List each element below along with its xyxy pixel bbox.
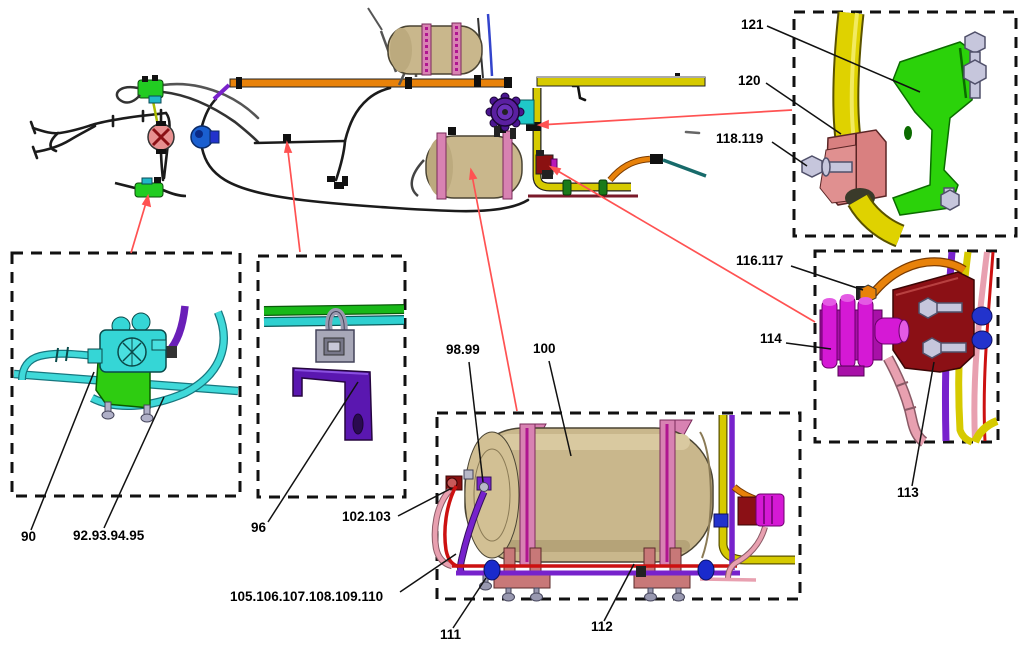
orange-pipe xyxy=(150,75,512,127)
clamp-bolts xyxy=(801,31,987,211)
part-label-96: 96 xyxy=(251,520,267,535)
pink-x-valve xyxy=(147,121,175,154)
orange-teal-hose xyxy=(607,154,707,183)
red-callout-lines xyxy=(130,109,816,412)
yellow-pipe-run xyxy=(526,76,706,198)
part-label-120: 120 xyxy=(738,73,761,88)
green-valve-bottom xyxy=(114,177,187,198)
purple-bracket xyxy=(292,367,373,441)
detail-box-valve-block xyxy=(813,249,1000,447)
part-label-118-119: 118.119 xyxy=(716,131,764,146)
detail-box-frame-clamp xyxy=(792,10,1018,248)
box-valve-unit xyxy=(483,493,785,581)
orange-hose-detail xyxy=(856,257,967,303)
part-label-116-117: 116.117 xyxy=(736,253,784,268)
air-tank-lower xyxy=(410,125,523,200)
blue-valve xyxy=(190,125,220,149)
detail-box-valve-assembly xyxy=(10,251,242,498)
blue-fitting-1 xyxy=(971,306,993,326)
detail-box-pipe-clamp xyxy=(256,254,407,499)
frame-tube-yellow xyxy=(832,11,865,155)
pink-hose-detail xyxy=(883,355,928,447)
part-label-105-110: 105.106.107.108.109.110 xyxy=(230,589,384,604)
main-assembly xyxy=(29,7,707,213)
purple-protection-valve xyxy=(485,92,535,139)
part-label-121: 121 xyxy=(741,17,764,32)
air-tank-top xyxy=(367,7,494,86)
detail-box-air-tank xyxy=(431,411,802,602)
pipe-clamp-pink xyxy=(819,129,887,208)
part-label-102-103: 102.103 xyxy=(342,509,391,524)
part-label-90: 90 xyxy=(21,529,37,544)
valve-body-cyan xyxy=(87,312,167,373)
part-label-100: 100 xyxy=(533,341,556,356)
bracket-bolts xyxy=(918,297,967,359)
mounting-bolts xyxy=(101,401,154,423)
label-leader-lines xyxy=(30,25,935,629)
part-label-114: 114 xyxy=(760,331,782,346)
valve-block-magenta xyxy=(819,294,910,377)
green-valve-top xyxy=(115,75,164,104)
blue-fitting-2 xyxy=(971,330,993,350)
part-label-111: 111 xyxy=(440,627,462,642)
part-label-92-95: 92.93.94.95 xyxy=(73,528,145,543)
part-label-98-99: 98.99 xyxy=(446,342,480,357)
part-label-113: 113 xyxy=(897,485,919,500)
part-label-112: 112 xyxy=(591,619,613,634)
wiring-harness xyxy=(29,73,701,213)
